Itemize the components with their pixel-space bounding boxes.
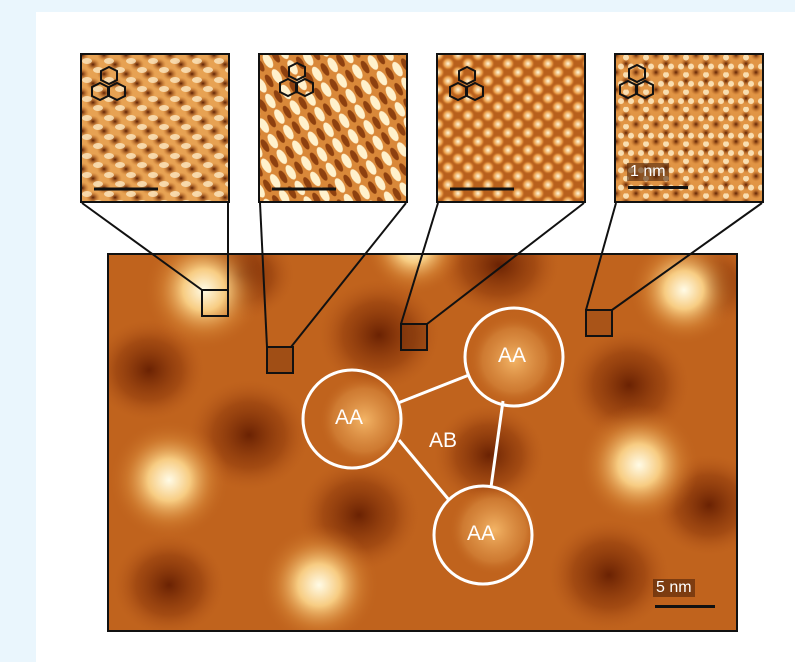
aa-region-circle — [432, 484, 534, 586]
inset-image-3 — [436, 53, 586, 203]
main-scalebar — [655, 605, 715, 608]
hexagon-icon — [91, 65, 126, 102]
moire-map-image — [109, 255, 736, 630]
marker-square-2 — [266, 346, 294, 374]
inset-scalebar — [628, 186, 688, 189]
aa-label-top: AA — [498, 344, 527, 367]
inset-image-1 — [80, 53, 230, 203]
aa-connector-line — [397, 439, 451, 501]
aa-connector-line — [489, 400, 505, 488]
hexagon-icon — [449, 65, 484, 102]
inset-image-2 — [258, 53, 408, 203]
main-scalebar-label: 5 nm — [653, 579, 695, 597]
ab-label-center: AB — [429, 429, 458, 452]
marker-square-1 — [201, 289, 229, 317]
inset-scalebar-label: 1 nm — [627, 163, 669, 181]
marker-square-3 — [400, 323, 428, 351]
moire-map: AA AA AB AA 5 nm — [107, 253, 738, 632]
aa-region-circle — [301, 368, 403, 470]
inset-image-4: 1 nm — [614, 53, 764, 203]
aa-label-bottom: AA — [467, 522, 496, 545]
hexagon-icon — [619, 63, 654, 100]
hexagon-icon — [279, 61, 314, 98]
marker-square-4 — [585, 309, 613, 337]
aa-label-left: AA — [335, 406, 364, 429]
aa-connector-line — [397, 373, 470, 405]
